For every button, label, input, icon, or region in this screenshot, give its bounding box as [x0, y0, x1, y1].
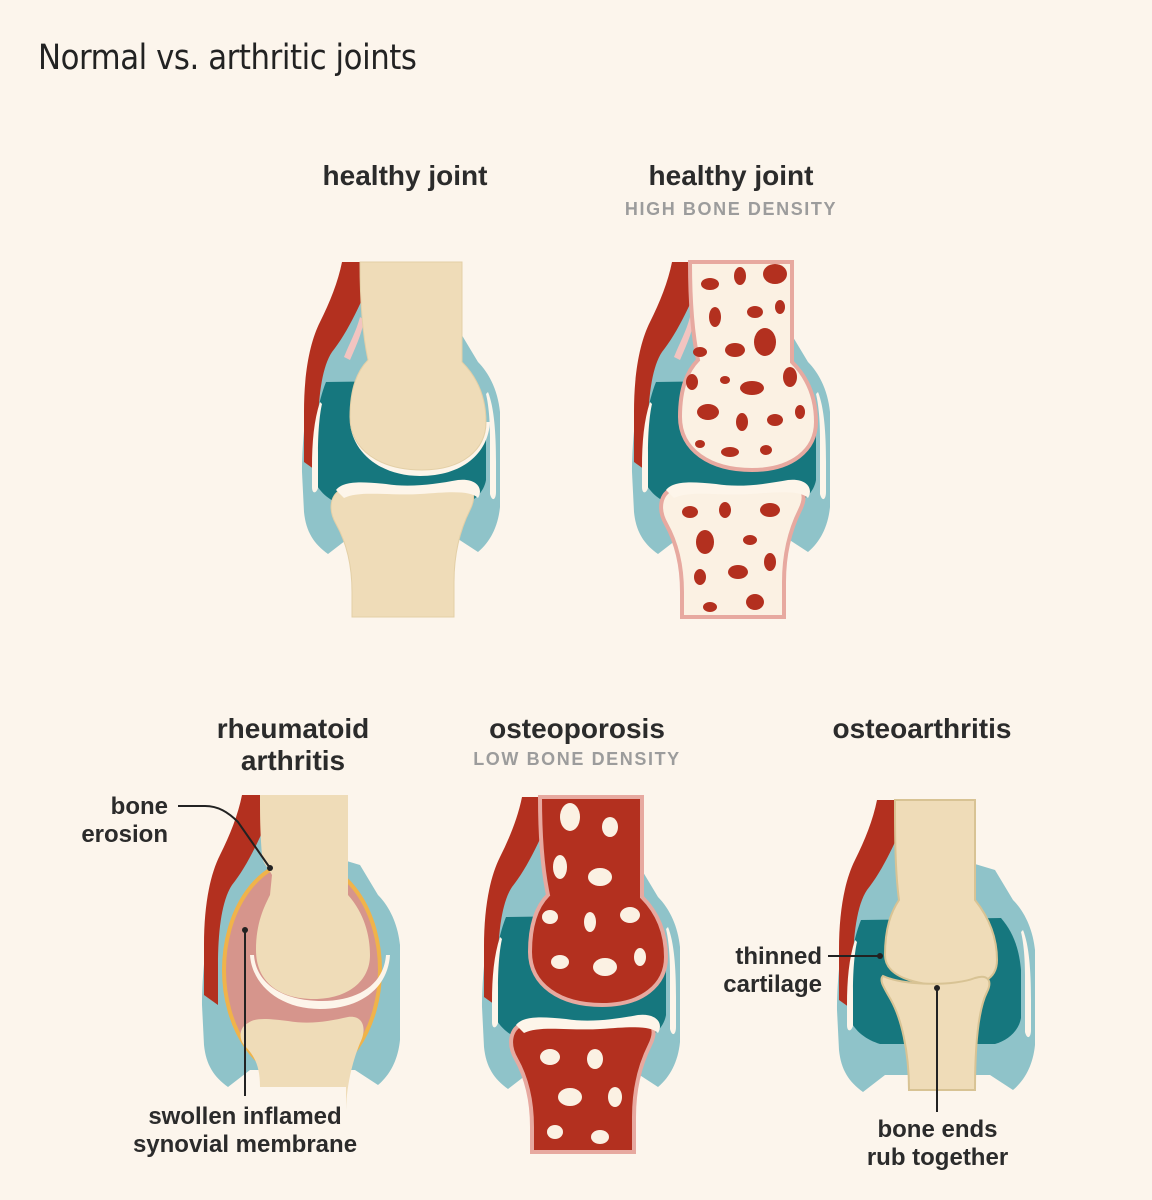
dense-joint-illustration — [632, 260, 830, 619]
porous-spots-upper — [542, 803, 646, 976]
callout-thinned-cartilage: thinned cartilage — [700, 943, 822, 999]
panel-title-rheumatoid: rheumatoid arthritis — [133, 713, 453, 777]
panel-title-osteoporosis: osteoporosis — [489, 713, 665, 744]
panel-subtitle-low-density: LOW BONE DENSITY — [473, 749, 681, 769]
rheumatoid-line1: rheumatoid — [216, 713, 370, 744]
osteoporosis-joint-illustration — [482, 795, 680, 1154]
panel-title-healthy-dense: healthy joint — [648, 160, 814, 191]
panel-title-osteoarthritis: osteoarthritis — [832, 713, 1012, 744]
page-title: Normal vs. arthritic joints — [38, 38, 417, 78]
callout-bone-ends-line1: bone ends — [877, 1116, 998, 1143]
osteoarthritis-joint-illustration — [837, 799, 1035, 1092]
callout-bone-erosion-line1: bone — [110, 793, 168, 820]
callout-swollen-line1: swollen inflamed — [148, 1103, 342, 1130]
callout-thinned-line1: thinned — [735, 943, 822, 970]
callout-thinned-line2: cartilage — [723, 971, 822, 998]
callout-bone-erosion-line2: erosion — [81, 821, 168, 848]
healthy-joint-illustration — [302, 261, 500, 618]
rheumatoid-joint-illustration — [202, 795, 400, 1115]
callout-bone-ends: bone ends rub together — [840, 1116, 1035, 1172]
porous-spots-lower — [540, 1049, 622, 1144]
callout-swollen-line2: synovial membrane — [132, 1131, 358, 1158]
callout-bone-ends-line2: rub together — [866, 1144, 1009, 1171]
panel-title-healthy: healthy joint — [322, 160, 488, 191]
callout-bone-erosion: bone erosion — [72, 793, 168, 849]
callout-swollen-membrane: swollen inflamed synovial membrane — [110, 1103, 380, 1159]
leader-dots — [242, 865, 940, 991]
leader-bone-erosion — [178, 805, 271, 869]
leader-lines — [178, 805, 938, 1112]
marrow-spots-lower — [682, 502, 780, 612]
marrow-spots-upper — [686, 264, 805, 457]
rheumatoid-line2: arthritis — [240, 745, 346, 776]
panel-subtitle-high-density: HIGH BONE DENSITY — [624, 199, 838, 219]
